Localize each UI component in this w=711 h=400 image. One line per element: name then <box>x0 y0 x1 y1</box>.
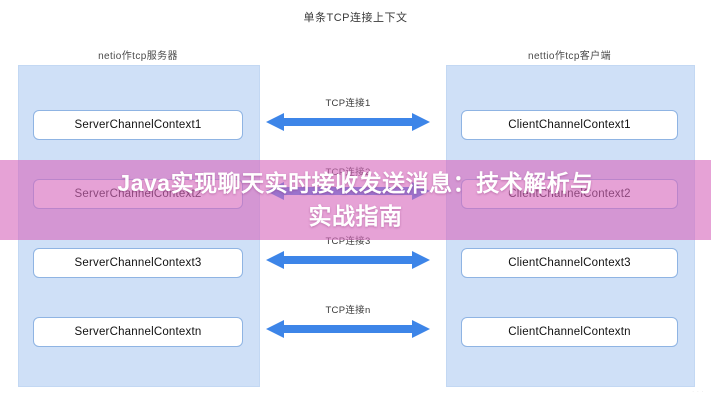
headline-line-1: Java实现聊天实时接收发送消息：技术解析与 <box>117 170 594 196</box>
watermark: · · · <box>692 389 704 395</box>
client-context-box-n[interactable]: ClientChannelContextn <box>461 317 678 347</box>
connection-group-1: TCP连接1 <box>266 96 430 133</box>
client-context-box-1[interactable]: ClientChannelContext1 <box>461 110 678 140</box>
double-arrow-icon <box>266 320 430 338</box>
server-context-box-3[interactable]: ServerChannelContext3 <box>33 248 243 278</box>
diagram-title: 单条TCP连接上下文 <box>303 12 408 24</box>
connection-group-3: TCP连接3 <box>266 234 430 271</box>
double-arrow-icon <box>266 113 430 131</box>
headline-overlay-banner: Java实现聊天实时接收发送消息：技术解析与 实战指南 <box>0 160 711 240</box>
client-panel-label: nettio作tcp客户端 <box>527 51 611 62</box>
double-arrow-icon <box>266 251 430 269</box>
server-context-box-n[interactable]: ServerChannelContextn <box>33 317 243 347</box>
connection-group-4: TCP连接n <box>266 303 430 340</box>
headline-line-2: 实战指南 <box>308 203 403 229</box>
server-panel-label: netio作tcp服务器 <box>98 51 178 62</box>
connection-label-3: TCP连接3 <box>325 236 371 247</box>
server-context-box-1[interactable]: ServerChannelContext1 <box>33 110 243 140</box>
connection-label-n: TCP连接n <box>325 305 371 316</box>
connection-label-1: TCP连接1 <box>325 98 371 109</box>
client-context-box-3[interactable]: ClientChannelContext3 <box>461 248 678 278</box>
